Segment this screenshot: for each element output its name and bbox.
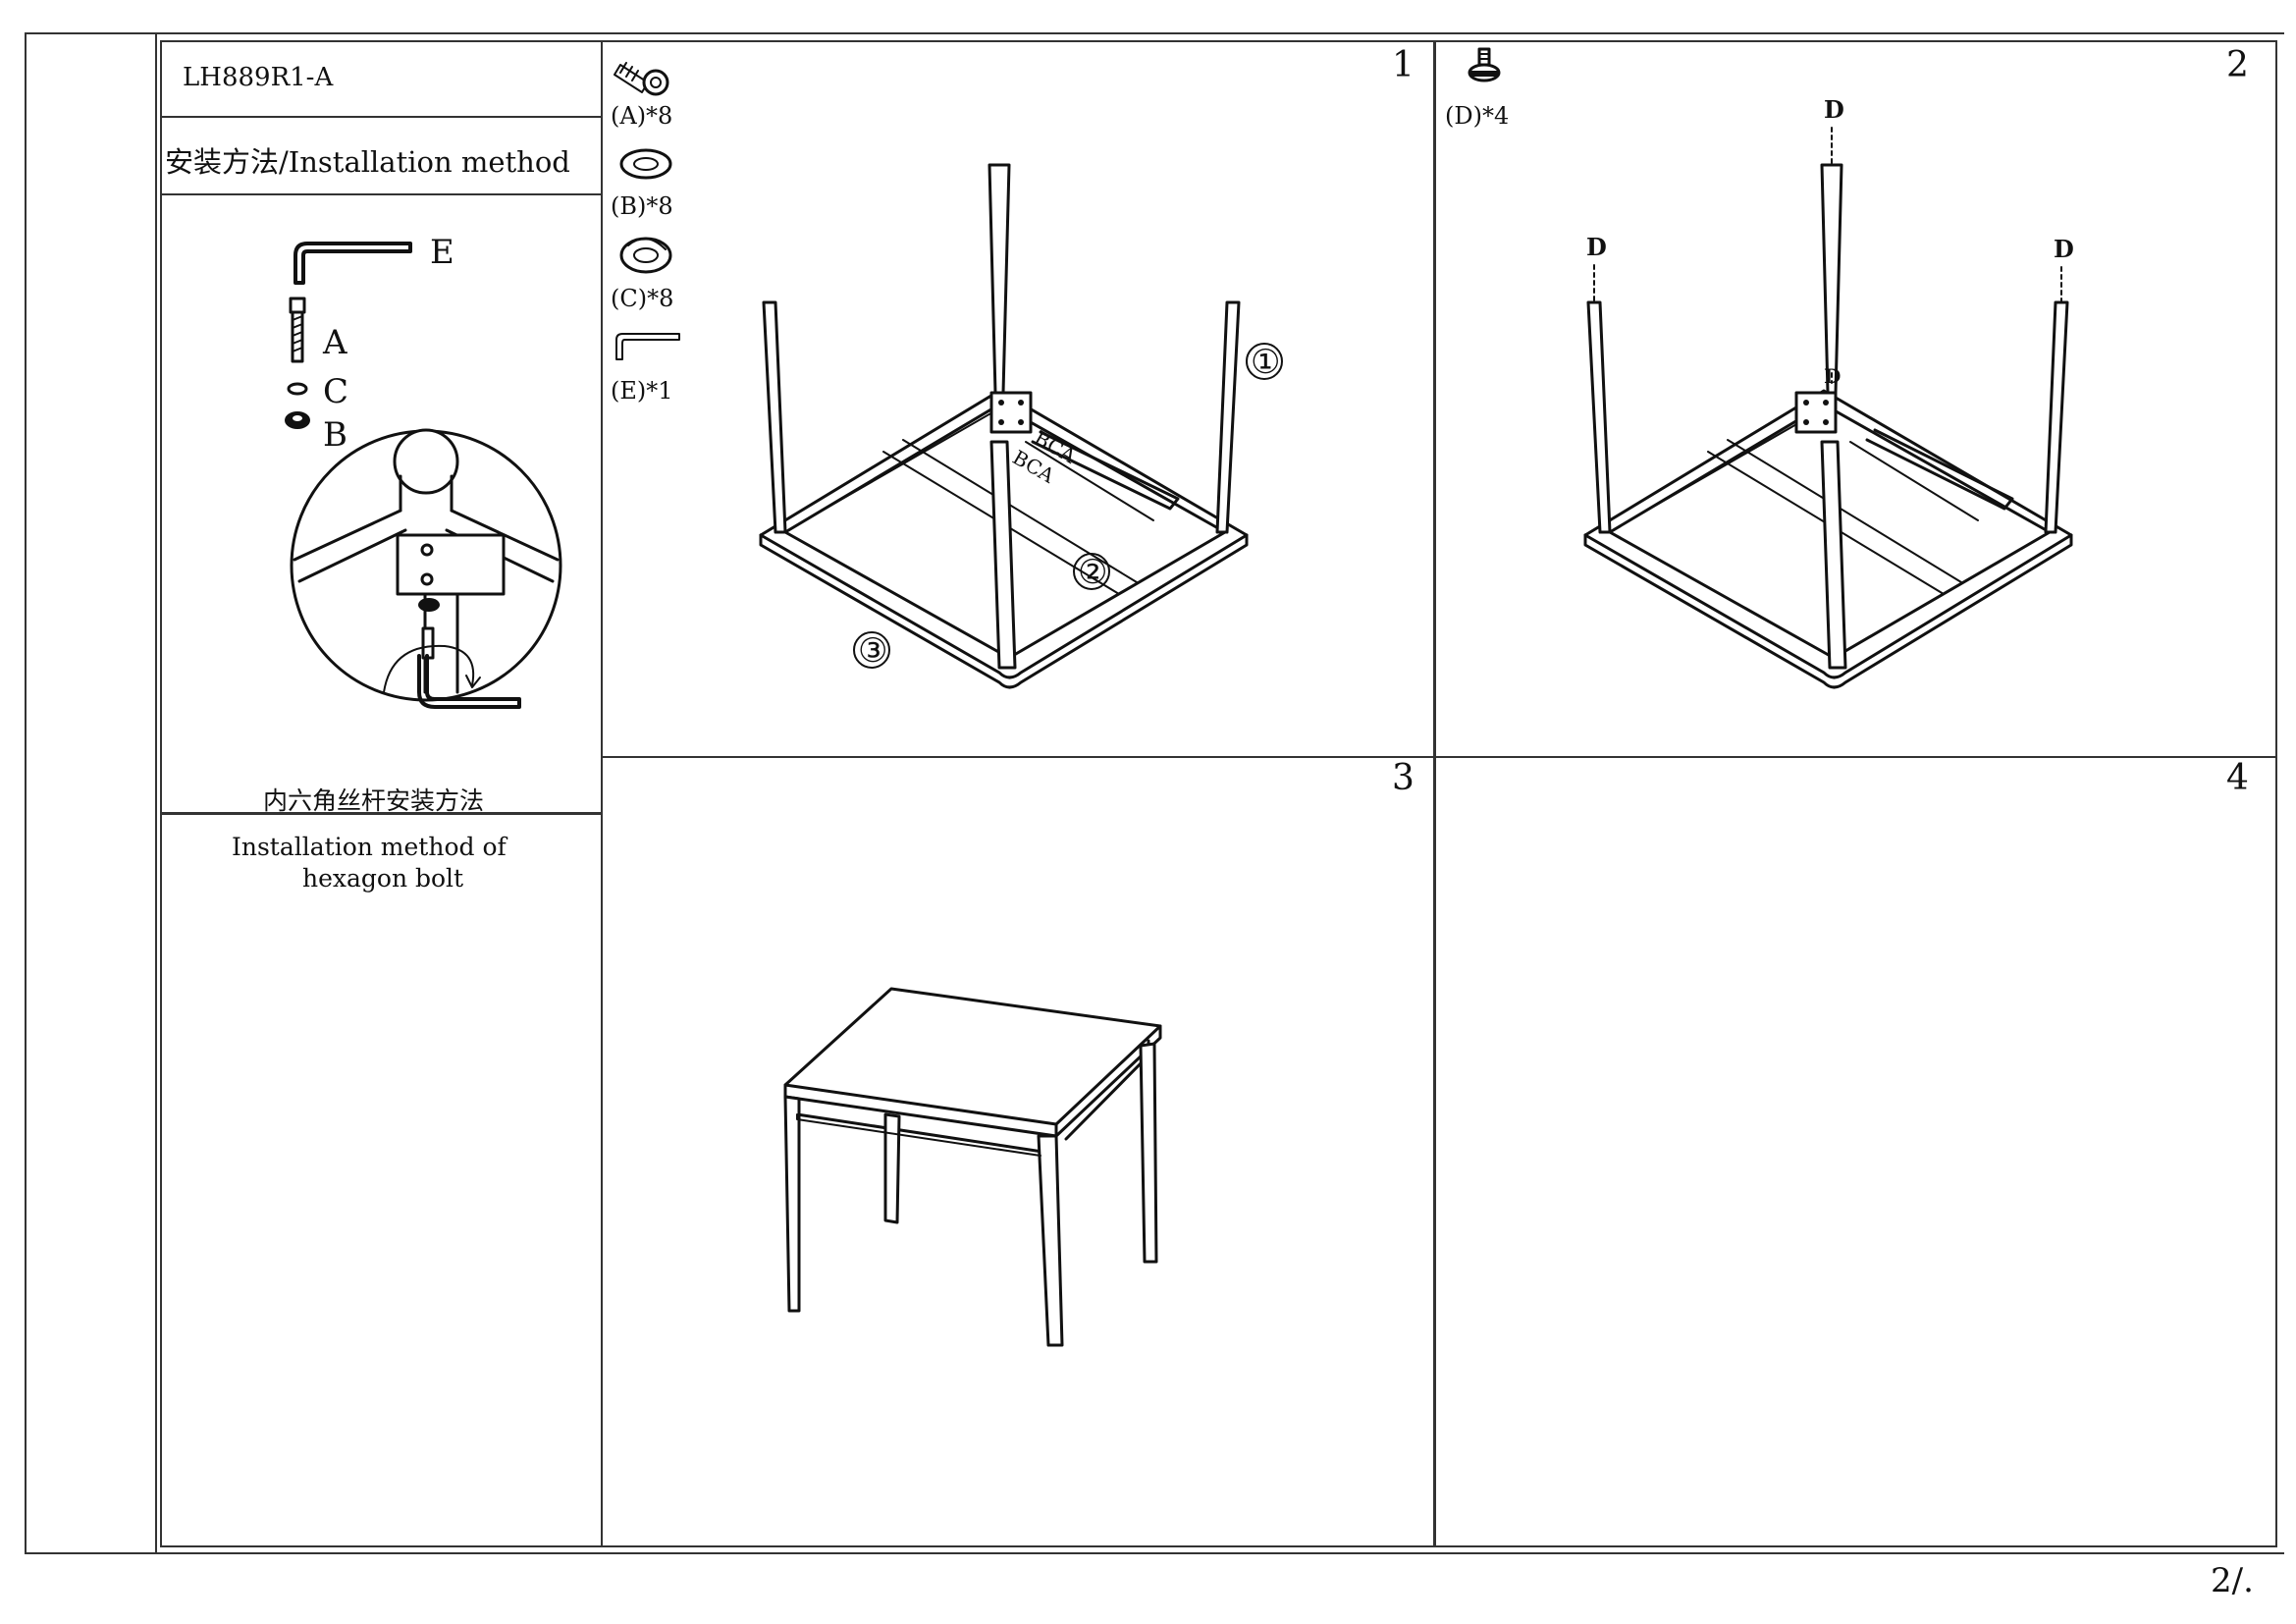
part-a-label: (A)*8 <box>611 102 673 130</box>
allen-key-icon <box>615 333 680 360</box>
page-number: 2/. <box>2211 1561 2254 1600</box>
part-c-label: (C)*8 <box>611 285 674 312</box>
binding-margin-line <box>155 32 157 1554</box>
frame-top-line <box>25 32 2284 34</box>
step-2-foot-label-top: D <box>1824 95 1844 124</box>
label-c: C <box>323 372 348 411</box>
step-1-callout-2: ② <box>1078 553 1107 592</box>
main-frame <box>160 40 2277 1547</box>
part-d-label: (D)*4 <box>1445 102 1510 130</box>
step-1-diagram: ① ② ③ BCA BCA <box>759 163 1283 689</box>
corner-bracket <box>989 391 1033 434</box>
section-title: 安装方法/Installation method <box>165 145 570 179</box>
flat-washer-icon <box>285 411 310 429</box>
leg-back <box>1820 163 1843 395</box>
steps-row-divider <box>601 756 2277 758</box>
hex-bolt-caption-en-2: hexagon bolt <box>302 864 464 893</box>
center-column-divider <box>1433 40 1436 1547</box>
table-leg-front-right <box>1037 1134 1064 1347</box>
allen-key-icon <box>294 242 412 285</box>
hex-bolt-caption-en-1: Installation method of <box>232 833 507 861</box>
step-2-foot-label-right: D <box>2054 235 2074 263</box>
step-1-callout-1: ① <box>1251 343 1280 382</box>
part-e-label: (E)*1 <box>611 377 673 405</box>
table-leg-front-left <box>783 1095 801 1313</box>
caption-divider <box>160 812 601 815</box>
model-divider <box>160 116 601 118</box>
step-2-number: 2 <box>2226 45 2249 85</box>
bolt-icon <box>614 62 669 96</box>
step-2-foot-label-center: D <box>1824 364 1841 388</box>
step-2-parts-icon <box>1468 47 1501 82</box>
leg-front <box>1820 440 1847 670</box>
step-2-diagram: D D D D <box>1583 95 2074 689</box>
label-b: B <box>323 415 347 455</box>
flat-washer-icon <box>619 148 672 180</box>
leg-front <box>989 440 1017 670</box>
glide-foot-icon <box>1468 47 1501 82</box>
left-column-divider <box>601 40 603 1547</box>
leg-right <box>2044 300 2069 534</box>
detail-magnifier <box>290 428 562 709</box>
hex-bolt-caption-cn: 内六角丝杆安装方法 <box>263 786 485 815</box>
table-leg-back-right <box>1139 1042 1158 1264</box>
step-2-foot-label-left: D <box>1586 233 1607 261</box>
hex-bolt-diagram: E A C B <box>285 233 562 709</box>
frame-left-line <box>25 32 27 1554</box>
spring-washer-icon <box>619 237 672 274</box>
leg-back <box>988 163 1011 395</box>
step-4-number: 4 <box>2226 758 2249 798</box>
label-e: E <box>430 233 454 272</box>
label-a: A <box>322 323 347 362</box>
step-1-number: 1 <box>1392 45 1415 85</box>
model-number: LH889R1-A <box>183 63 334 92</box>
step-1-callout-3: ③ <box>858 631 887 671</box>
step-3-table-diagram <box>783 987 1162 1347</box>
leg-left <box>762 300 787 534</box>
spring-washer-icon <box>287 382 308 396</box>
step-3-number: 3 <box>1392 758 1415 798</box>
parts-list-icons <box>614 62 680 360</box>
table-leg-back-left <box>883 1112 901 1224</box>
bolt-icon <box>289 297 306 363</box>
title-divider <box>160 193 601 195</box>
leg-right <box>1215 300 1241 534</box>
crossbar <box>1031 430 1180 511</box>
frame-bottom-line <box>25 1552 2284 1554</box>
leg-left <box>1586 300 1612 534</box>
part-b-label: (B)*8 <box>611 192 673 220</box>
